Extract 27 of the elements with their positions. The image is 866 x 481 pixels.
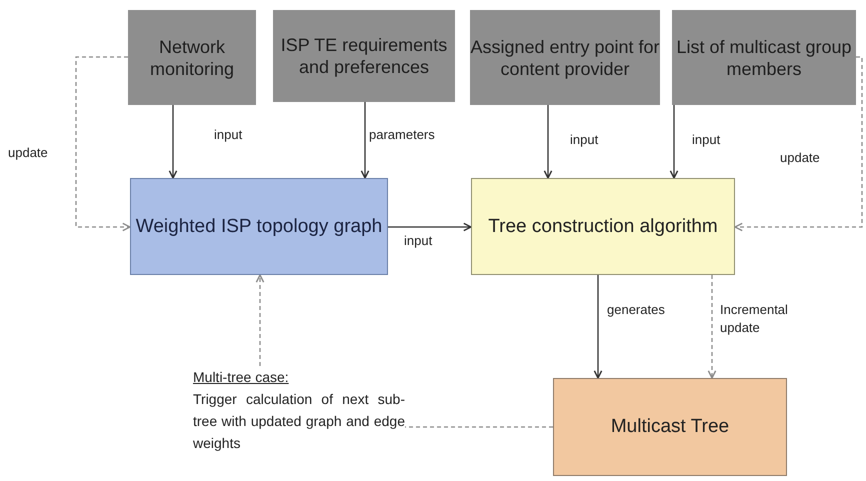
box-label: List of multicast group members	[675, 36, 853, 80]
arrow	[388, 222, 472, 232]
output-box	[553, 378, 787, 476]
note-heading: Multi-tree case:	[193, 368, 290, 387]
input-box	[470, 10, 660, 105]
arrow	[708, 275, 716, 379]
box-label: Tree construction algorithm	[488, 214, 718, 238]
connector-line	[405, 426, 553, 428]
arrow	[670, 105, 678, 179]
input-box	[672, 10, 856, 105]
note-text: Trigger calculation of next sub-tree with updated graph and edge weights	[193, 390, 405, 453]
graph-box	[130, 178, 388, 275]
box-label: Assigned entry point for content provider	[470, 36, 660, 80]
arrow	[75, 56, 131, 232]
input-box	[128, 10, 256, 105]
box-label: Network monitoring	[148, 36, 236, 80]
arrow	[734, 56, 863, 232]
arrow	[168, 105, 178, 179]
box-label: Weighted ISP topology graph	[136, 214, 382, 238]
algorithm-box	[471, 178, 735, 275]
input-box	[273, 10, 455, 102]
arrow	[594, 275, 602, 379]
arrow	[256, 274, 264, 366]
arrow	[360, 102, 370, 179]
box-label: ISP TE requirements and preferences	[280, 34, 448, 78]
box-label: Multicast Tree	[610, 416, 730, 438]
arrow	[544, 105, 552, 179]
